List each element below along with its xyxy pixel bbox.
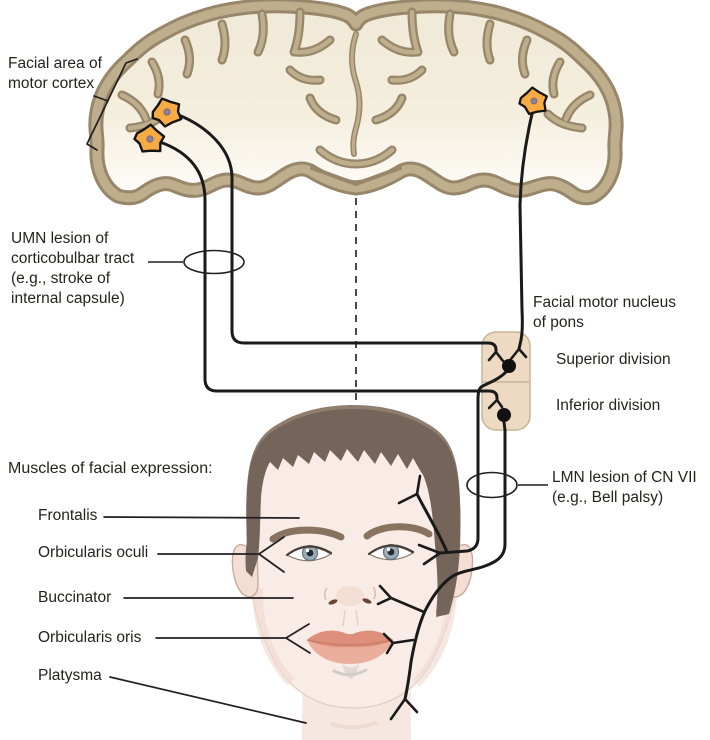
corticobulbar-tracts xyxy=(158,112,534,410)
cortex-sulci xyxy=(117,7,595,186)
inferior-division-neuron-dot xyxy=(497,408,511,422)
annotation-lines xyxy=(86,58,311,724)
muscles-header-label: Muscles of facial expression: xyxy=(8,460,213,477)
right-eyebrow xyxy=(363,523,433,540)
umn-lesion-ellipse xyxy=(183,249,245,275)
orbicularis-oris-pointer xyxy=(155,623,311,654)
frontalis-label: Frontalis xyxy=(38,507,98,524)
facial-motor-nucleus-label: Facial motor nucleus of pons xyxy=(533,294,677,331)
platysma-label: Platysma xyxy=(38,667,102,684)
brain-coronal-section xyxy=(96,6,616,198)
lmn-lesion-label: LMN lesion of CN VII (e.g., Bell palsy) xyxy=(552,469,697,506)
chin-crease xyxy=(332,668,368,677)
nose xyxy=(323,586,377,627)
platysma-pointer xyxy=(109,676,307,724)
lmn-lesion-ellipse xyxy=(466,471,518,499)
orbicularis-oris-label: Orbicularis oris xyxy=(38,629,142,646)
inferior-division-nerve xyxy=(403,420,507,701)
facial-nerve-branches xyxy=(376,370,508,721)
orbicularis-oculi-label: Orbicularis oculi xyxy=(38,544,149,561)
face-illustration xyxy=(231,405,474,740)
brainstem-notch xyxy=(310,166,402,186)
contralateral-tract-to-inferior xyxy=(158,140,499,402)
superior-division-neuron-dot xyxy=(502,359,516,373)
temporal-branch xyxy=(415,492,449,554)
ipsilateral-tract-to-superior xyxy=(517,112,534,351)
umn-lesion-label: UMN lesion of corticobulbar tract (e.g.,… xyxy=(11,230,135,307)
lesion-markers xyxy=(148,249,548,499)
cortex-bracket-leader xyxy=(93,95,109,102)
buccal-branch xyxy=(376,584,426,614)
orbicularis-oculi-pointer xyxy=(157,536,285,573)
left-eye xyxy=(285,544,333,562)
right-eye xyxy=(367,543,415,561)
contralateral-tract-to-superior xyxy=(174,112,498,354)
lips xyxy=(306,630,394,664)
frontalis-pointer xyxy=(103,516,300,519)
inferior-division-label: Inferior division xyxy=(556,397,661,414)
left-eyebrow xyxy=(269,526,345,543)
superior-division-label: Superior division xyxy=(556,351,671,368)
buccinator-label: Buccinator xyxy=(38,589,112,606)
marginal-branch xyxy=(382,632,415,655)
superior-division-nerve xyxy=(438,370,508,555)
facial-area-label: Facial area of motor cortex xyxy=(8,55,102,92)
cortex-bracket xyxy=(86,58,138,151)
